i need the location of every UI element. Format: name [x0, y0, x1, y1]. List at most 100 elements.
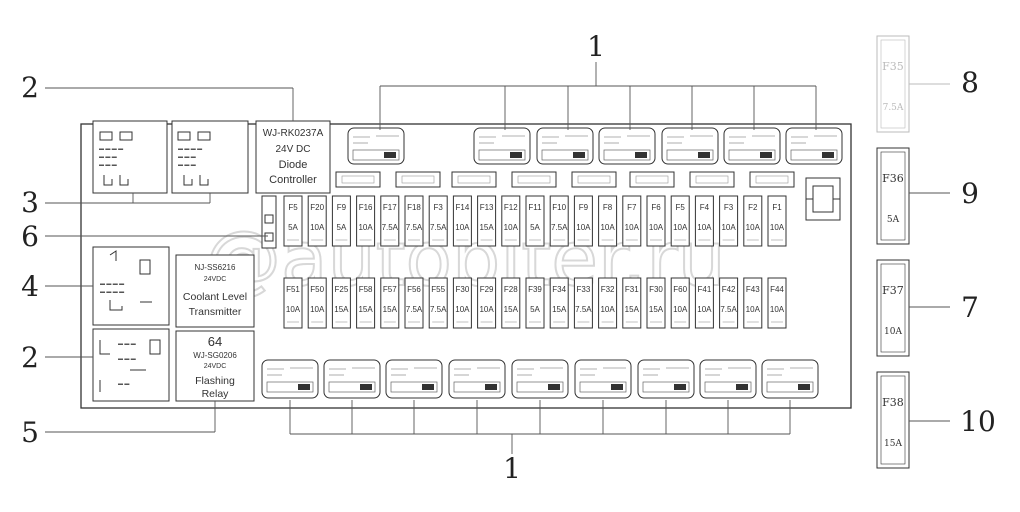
- top-fuse-amp: 7.5A: [382, 223, 399, 232]
- svg-text:▬ ▬ ▬: ▬ ▬ ▬: [99, 154, 117, 160]
- svg-text:▬ ▬: ▬ ▬: [118, 381, 129, 387]
- bottom-fuse-amp: 10A: [310, 305, 325, 314]
- top-fuse-id: F16: [359, 203, 373, 212]
- bottom-fuse-id: F25: [335, 285, 349, 294]
- callout-5: 5: [21, 416, 39, 449]
- bottom-fuse-15: F31 15A: [622, 277, 642, 329]
- top-fuse-id: F12: [504, 203, 518, 212]
- top-fuse-id: F10: [552, 203, 566, 212]
- coolant-line2: Transmitter: [189, 306, 242, 318]
- bottom-fuse-id: F57: [383, 285, 397, 294]
- bottom-fuse-row: F5110AF5010AF2515AF5815AF5715AF567.5AF55…: [283, 277, 787, 329]
- coolant-line1: Coolant Level: [183, 291, 247, 303]
- bottom-relay-2: [323, 359, 381, 399]
- bottom-fuse-id: F50: [310, 285, 324, 294]
- flashing-relay-voltage: 24VDC: [204, 363, 227, 370]
- flashing-relay-module: 64 WJ-SG0206 24VDC Flashing Relay: [175, 330, 255, 402]
- relay-slot-2: [395, 171, 441, 188]
- side-fuse-id: F36: [882, 172, 904, 185]
- relay-module-2: ▬ ▬ ▬ ▬ ▬ ▬ ▬ ▬ ▬ ▬: [171, 120, 249, 194]
- bottom-fuse-amp: 15A: [649, 305, 664, 314]
- top-fuse-amp: 10A: [770, 223, 785, 232]
- top-fuse-amp: 10A: [504, 223, 519, 232]
- top-fuse-amp: 15A: [479, 223, 494, 232]
- coolant-part: NJ-SS6216: [195, 263, 236, 272]
- bottom-fuse-id: F44: [770, 285, 784, 294]
- svg-text:▬ ▬ ▬ ▬: ▬ ▬ ▬ ▬: [100, 281, 124, 287]
- svg-text:▬ ▬ ▬ ▬: ▬ ▬ ▬ ▬: [99, 146, 123, 152]
- bottom-fuse-amp: 15A: [504, 305, 519, 314]
- bottom-fuse-id: F32: [601, 285, 615, 294]
- top-fuse-row: F55AF2010AF95AF1610AF177.5AF187.5AF37.5A…: [283, 195, 787, 247]
- relay-slot-1: [335, 171, 381, 188]
- bottom-fuse-amp: 15A: [552, 305, 567, 314]
- top-fuse-amp: 5A: [530, 223, 540, 232]
- top-relay-1: [347, 127, 405, 165]
- top-relay-6: [723, 127, 781, 165]
- top-fuse-id: F5: [288, 203, 298, 212]
- bottom-fuse-amp: 7.5A: [430, 305, 447, 314]
- top-fuse-10: F12 10A: [501, 195, 521, 247]
- bottom-fuse-amp: 10A: [746, 305, 761, 314]
- bottom-fuse-amp: 10A: [455, 305, 470, 314]
- fuse-panel-outline: [80, 123, 852, 409]
- callout-4: 4: [21, 270, 39, 303]
- top-fuse-id: F6: [651, 203, 661, 212]
- top-relay-2: [473, 127, 531, 165]
- top-relay-7: [785, 127, 843, 165]
- relay-slot-4: [511, 171, 557, 188]
- relay-slot-6: [629, 171, 675, 188]
- bottom-fuse-id: F31: [625, 285, 639, 294]
- top-fuse-amp: 10A: [358, 223, 373, 232]
- bottom-fuse-id: F55: [431, 285, 445, 294]
- bottom-fuse-id: F58: [359, 285, 373, 294]
- relay-module-2-bottom: ▬ ▬ ▬ ▬ ▬ ▬ ▬ ▬: [92, 328, 170, 402]
- bottom-fuse-id: F28: [504, 285, 518, 294]
- bottom-relay-1: [261, 359, 319, 399]
- svg-text:▬ ▬ ▬ ▬: ▬ ▬ ▬ ▬: [178, 146, 202, 152]
- svg-text:▬ ▬ ▬: ▬ ▬ ▬: [178, 162, 196, 168]
- relay-slot-7: [689, 171, 735, 188]
- bottom-fuse-amp: 15A: [625, 305, 640, 314]
- top-relay-row: [347, 127, 843, 165]
- bottom-fuse-amp: 5A: [530, 305, 540, 314]
- bottom-fuse-amp: 7.5A: [720, 305, 737, 314]
- top-fuse-id: F3: [724, 203, 734, 212]
- top-fuse-amp: 5A: [337, 223, 347, 232]
- bottom-fuse-id: F56: [407, 285, 421, 294]
- bottom-fuse-amp: 7.5A: [575, 305, 592, 314]
- bottom-fuse-amp: 10A: [673, 305, 688, 314]
- bottom-fuse-amp: 15A: [334, 305, 349, 314]
- diode-controller-module: WJ-RK0237A 24V DC Diode Controller: [255, 120, 331, 194]
- top-fuse-amp: 10A: [673, 223, 688, 232]
- diode-controller-voltage: 24V DC: [275, 144, 310, 155]
- bottom-fuse-amp: 10A: [697, 305, 712, 314]
- top-relay-5: [661, 127, 719, 165]
- top-fuse-amp: 7.5A: [406, 223, 423, 232]
- side-fuse-amp: 10A: [884, 327, 902, 337]
- top-fuse-id: F5: [676, 203, 686, 212]
- relay-slot-5: [571, 171, 617, 188]
- bottom-relay-9: [761, 359, 819, 399]
- callout-1-bottom: 1: [503, 452, 521, 485]
- bottom-fuse-2: F50 10A: [307, 277, 327, 329]
- diode-controller-part: WJ-RK0237A: [263, 128, 324, 139]
- callout-2-top: 2: [21, 71, 39, 104]
